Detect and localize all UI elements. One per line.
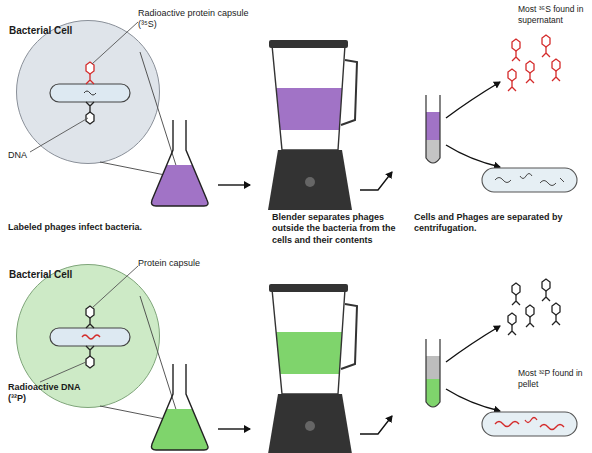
phage <box>526 61 534 83</box>
blender-liquid <box>276 332 342 374</box>
dna-strand <box>84 91 96 95</box>
test-tube <box>426 95 440 163</box>
result-arrow <box>446 145 500 167</box>
node-heading: Bacterial Cell <box>9 25 72 36</box>
node-heading: Bacterial Cell <box>9 269 72 280</box>
callout-label: Radioactive protein capsule (³⁵S) <box>138 8 260 31</box>
blender-lid <box>269 40 348 48</box>
blender-handle <box>341 304 357 369</box>
pellet <box>426 379 440 407</box>
blender-jar <box>272 289 345 394</box>
phage <box>86 306 94 328</box>
blender-button <box>305 421 315 431</box>
leader-line <box>40 362 86 382</box>
result-arrow <box>446 82 500 118</box>
flask <box>152 364 209 450</box>
supernatant <box>426 356 440 379</box>
zoom-line <box>100 406 180 422</box>
result-arrow <box>446 326 500 362</box>
leader-line <box>92 266 138 308</box>
flask-liquid <box>152 165 209 206</box>
leader-line <box>30 118 88 152</box>
phage <box>512 39 520 61</box>
zoom-line <box>140 52 180 178</box>
step-caption: Cells and Phages are separated by centri… <box>414 212 564 235</box>
bacterium-rod <box>50 328 130 346</box>
phage <box>508 69 516 91</box>
phage-labeled-capsule <box>86 62 94 84</box>
blender-jar <box>272 45 345 150</box>
step-caption: Radioactive DNA (³²P) <box>8 382 93 405</box>
phage <box>86 346 94 368</box>
pellet <box>426 140 440 163</box>
flask-liquid <box>152 409 209 450</box>
callout-label: DNA <box>8 150 48 161</box>
phage <box>552 59 560 81</box>
bottom-panel <box>40 266 577 453</box>
pellet-cell <box>482 412 577 436</box>
leader-line <box>92 22 138 64</box>
blender-handle <box>341 60 357 125</box>
callout-label: Most ³²P found in pellet <box>518 368 590 389</box>
blender-button <box>305 177 315 187</box>
bacterial-cell-circle: Bacterial Cell <box>16 20 160 164</box>
callout-label: Most ³⁵S found in supernatant <box>518 4 590 25</box>
dna-strand-labeled <box>82 335 100 339</box>
step-caption: Labeled phages infect bacteria. <box>8 222 208 233</box>
supernatant <box>426 112 440 140</box>
test-tube <box>426 339 440 407</box>
process-arrow <box>360 172 392 190</box>
top-panel <box>30 22 577 210</box>
flask <box>152 120 209 206</box>
callout-label: Protein capsule <box>138 258 258 269</box>
blender-lid <box>269 284 348 292</box>
process-arrow <box>218 428 250 429</box>
phage <box>552 303 560 325</box>
pellet-cell <box>482 168 577 192</box>
dna-strand <box>495 174 564 186</box>
zoom-line <box>100 162 180 178</box>
process-arrow <box>218 184 250 185</box>
phage <box>512 283 520 305</box>
phage <box>542 279 550 301</box>
phage <box>86 102 94 124</box>
bacterium-rod <box>50 84 130 102</box>
process-arrow <box>360 416 392 434</box>
phage <box>526 305 534 327</box>
result-arrow <box>446 389 500 411</box>
zoom-line <box>140 296 180 422</box>
phage <box>542 35 550 57</box>
blender-liquid <box>276 88 342 130</box>
blender-base <box>268 394 352 453</box>
dna-strand-labeled <box>495 418 564 430</box>
step-caption: Blender separates phages outside the bac… <box>272 212 407 246</box>
blender-base <box>268 150 352 210</box>
phage <box>508 313 516 335</box>
